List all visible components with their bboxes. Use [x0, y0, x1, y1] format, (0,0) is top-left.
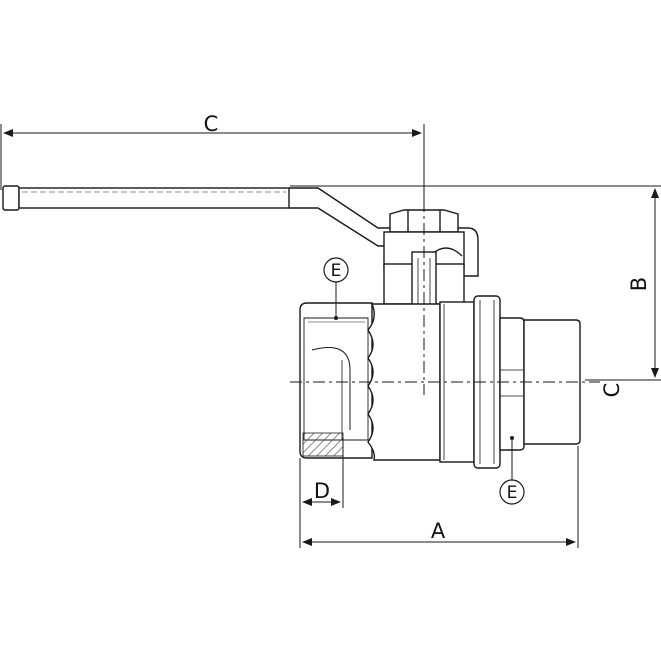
label-handle-length: C — [204, 112, 219, 136]
label-male-end-callout — [499, 436, 525, 505]
label-overall-length: A — [431, 519, 446, 543]
label-height: B — [627, 277, 651, 291]
dimension-thread-depth — [299, 438, 344, 548]
center-lines — [290, 200, 600, 395]
label-female-end: E — [331, 261, 342, 281]
valve-body — [367, 301, 475, 463]
label-female-end-callout — [323, 257, 349, 320]
label-male-end: E — [507, 483, 518, 503]
dimension-height — [290, 185, 661, 381]
female-threaded-end — [299, 302, 373, 459]
label-thread-depth: D — [314, 479, 330, 503]
dimension-overall-length — [302, 446, 579, 548]
label-centerline: C — [600, 383, 624, 398]
